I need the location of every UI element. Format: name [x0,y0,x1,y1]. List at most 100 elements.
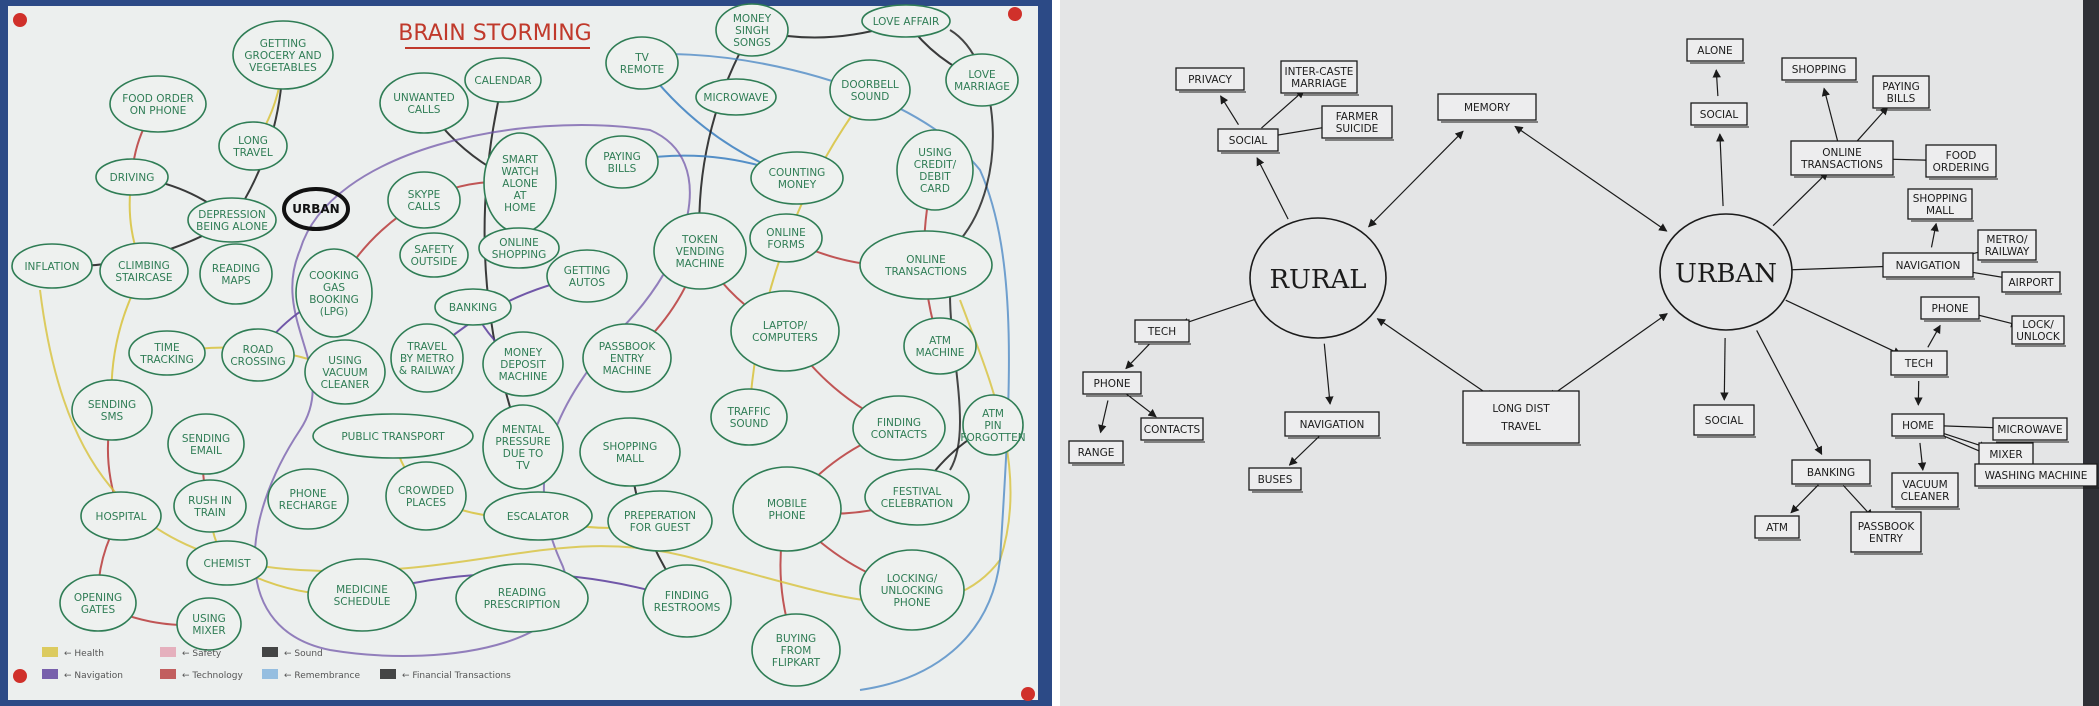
connector-line [483,79,524,448]
pushpin-icon [13,13,27,27]
bubble-label: PASSBOOK [599,341,657,353]
bubble-label: PHONE [290,488,327,500]
bubble-label: BANKING [449,302,497,314]
bubble-outline [903,317,977,375]
bubble-label: TRANSACTIONS [884,266,967,278]
bubble-label: DUE TO [503,448,543,460]
bubble-label: (LPG) [320,306,349,318]
bubble-outline [390,323,464,393]
legend-entry: ← Health [42,647,104,659]
bubble-label: TRAVEL [232,147,273,159]
bubble-outline [607,490,713,552]
idea-bubble: MICROWAVE [695,78,777,116]
bubble-outline [455,563,589,633]
bubble-label: ATM [982,408,1004,420]
bubble-label: SCHEDULE [334,596,391,608]
bubble-label: PRESSURE [495,436,550,448]
bubble-label: TRACKING [139,354,194,366]
bubble-outline [751,613,841,687]
legend-swatch [160,647,176,657]
bubble-outline [642,564,732,638]
bubble-outline [852,395,946,461]
legend-entry: ← Remembrance [262,669,360,681]
bubble-label: MENTAL [502,424,544,436]
bubble-outline [199,243,273,305]
idea-bubble: PUBLIC TRANSPORT [312,413,474,459]
bubble-label: CROWDED [398,485,454,497]
bubble-label: AT [514,190,527,202]
bubble-label: VENDING [676,246,725,258]
bubble-outline [387,171,461,229]
bubble-outline [579,417,681,487]
bubble-label: READING [212,263,260,275]
bubble-label: DEBIT [919,171,951,183]
bubble-label: EMAIL [190,445,222,457]
bubble-outline [483,491,593,541]
bubble-label: OUTSIDE [411,256,458,268]
bubble-label: GETTING [564,265,611,277]
bubble-label: & RAILWAY [399,365,456,377]
bubble-label: USING [328,355,361,367]
bubble-label: MEDICINE [336,584,388,596]
bubble-label: LOVE [968,69,995,81]
bubble-label: SENDING [88,399,136,411]
bubble-label: FLIPKART [772,657,821,669]
bubble-label: MALL [616,453,644,465]
mindmap-photo [1060,0,2099,706]
bubble-label: MACHINE [676,258,725,270]
photo-edge [2083,0,2099,706]
bubble-label: CALLS [408,201,441,213]
bubble-outline [128,330,206,376]
bubble-label: BOOKING [309,294,359,306]
bubble-label: VACUUM [322,367,367,379]
bubble-outline [221,328,295,382]
bubble-label: FINDING [665,590,709,602]
bubble-label: CARD [920,183,950,195]
bubble-outline [962,394,1024,456]
legend-swatch [42,647,58,657]
bubble-label: INFLATION [24,261,79,273]
bubble-label: SAFETY [414,244,454,256]
bubble-label: MOBILE [767,498,807,510]
bubble-label: RESTROOMS [654,602,721,614]
bubble-label: ESCALATOR [507,511,569,523]
bubble-outline [304,339,386,405]
bubble-outline [653,212,747,290]
bubble-label: PRESCRIPTION [484,599,561,611]
bubble-label: TRAIN [193,507,225,519]
urban-center-label: URBAN [292,202,339,216]
bubble-outline [861,4,951,38]
idea-bubble: CALENDAR [464,57,542,103]
bubble-outline [829,59,911,121]
bubble-label: HOME [504,202,536,214]
bubble-outline [218,121,288,171]
bubble-label: SMS [101,411,124,423]
legend: ← Health← Safety← Sound← Navigation← Tec… [42,647,511,681]
legend-label: ← Technology [182,671,243,681]
bubble-label: PREPERATION [624,510,696,522]
bubble-label: MACHINE [603,365,652,377]
bubble-label: TV [634,52,649,64]
bubble-label: SINGH [735,25,769,37]
bubble-label: GETTING [260,38,307,50]
bubble-label: PHONE [769,510,806,522]
bubble-label: MARRIAGE [954,81,1010,93]
bubble-label: MONEY [504,347,543,359]
bubble-outline [71,379,153,441]
